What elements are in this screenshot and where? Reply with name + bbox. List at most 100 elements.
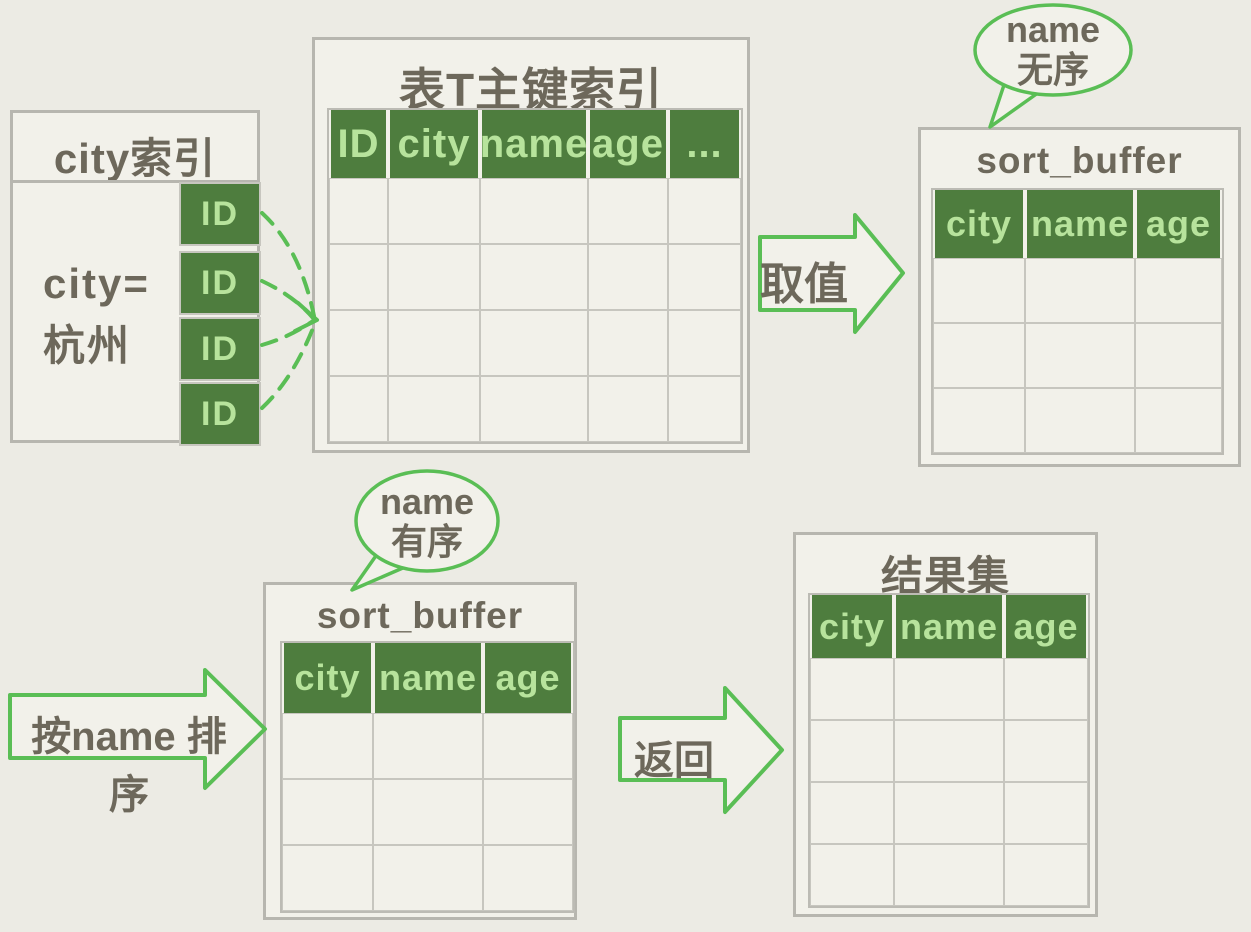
empty-cell xyxy=(329,178,388,244)
empty-cell xyxy=(668,178,741,244)
sort-buffer-bottom-title: sort_buffer xyxy=(316,595,524,636)
city-filter-label: city= 杭州 xyxy=(43,253,150,377)
empty-cell xyxy=(329,244,388,310)
column-header-cell: age xyxy=(1137,190,1220,258)
result-set-body xyxy=(810,658,1088,906)
empty-cell xyxy=(373,713,483,779)
empty-cell xyxy=(1135,258,1222,323)
city-index-title: city索引 xyxy=(53,135,217,182)
empty-cell xyxy=(480,376,588,442)
empty-cell xyxy=(388,376,480,442)
column-header-cell: city xyxy=(812,595,892,658)
empty-cell xyxy=(933,323,1025,388)
id-cell: ID xyxy=(179,317,261,381)
empty-cell xyxy=(1004,782,1088,844)
column-header-cell: ID xyxy=(331,110,386,178)
empty-cell xyxy=(668,244,741,310)
id-cell: ID xyxy=(179,251,261,315)
column-header-cell: city xyxy=(935,190,1023,258)
empty-cell xyxy=(1025,323,1135,388)
empty-cell xyxy=(588,310,668,376)
empty-cell xyxy=(810,658,894,720)
empty-cell xyxy=(894,720,1004,782)
empty-cell xyxy=(388,244,480,310)
empty-cell xyxy=(668,376,741,442)
empty-cell xyxy=(1004,844,1088,906)
empty-cell xyxy=(1025,258,1135,323)
empty-cell xyxy=(1025,388,1135,453)
bubble-top-text: name 无序 xyxy=(993,10,1113,90)
empty-cell xyxy=(483,845,573,911)
primary-index-body xyxy=(329,178,741,442)
empty-cell xyxy=(588,376,668,442)
city-index-divider xyxy=(13,180,257,183)
empty-cell xyxy=(810,782,894,844)
empty-cell xyxy=(480,244,588,310)
return-arrow-label: 返回 xyxy=(634,739,714,783)
dashed-connector xyxy=(260,211,316,318)
empty-cell xyxy=(1004,658,1088,720)
empty-cell xyxy=(588,178,668,244)
empty-cell xyxy=(668,310,741,376)
column-header-cell: age xyxy=(485,643,571,713)
result-set-title: 结果集 xyxy=(880,553,1010,600)
empty-cell xyxy=(1135,388,1222,453)
empty-cell xyxy=(483,713,573,779)
sort-buffer-top-body xyxy=(933,258,1222,453)
empty-cell xyxy=(933,388,1025,453)
empty-cell xyxy=(810,844,894,906)
column-header-cell: name xyxy=(480,110,587,178)
empty-cell xyxy=(373,779,483,845)
empty-cell xyxy=(282,713,373,779)
sort-buffer-bottom-body xyxy=(282,713,573,911)
city-filter-line1: city= xyxy=(43,260,150,307)
empty-cell xyxy=(588,244,668,310)
id-cell: ID xyxy=(179,382,261,446)
bubble-bottom-text: name 有序 xyxy=(367,482,487,562)
empty-cell xyxy=(480,310,588,376)
column-header-cell: name xyxy=(375,643,481,713)
empty-cell xyxy=(329,310,388,376)
empty-cell xyxy=(282,779,373,845)
fetch-arrow-label: 取值 xyxy=(760,260,848,309)
empty-cell xyxy=(1004,720,1088,782)
empty-cell xyxy=(483,779,573,845)
column-header-cell: age xyxy=(1006,595,1086,658)
empty-cell xyxy=(894,844,1004,906)
column-header-cell: age xyxy=(590,110,666,178)
empty-cell xyxy=(282,845,373,911)
column-header-cell: name xyxy=(1027,190,1133,258)
empty-cell xyxy=(810,720,894,782)
bubble-bottom-line1: name xyxy=(379,481,475,522)
dashed-connector xyxy=(260,279,315,320)
column-header-cell: name xyxy=(896,595,1002,658)
empty-cell xyxy=(1135,323,1222,388)
column-header-cell: city xyxy=(284,643,371,713)
column-header-cell: city xyxy=(390,110,478,178)
dashed-connector xyxy=(260,321,317,410)
bubble-top-line1: name xyxy=(1005,9,1101,50)
bubble-top-line2: 无序 xyxy=(1016,49,1089,90)
city-filter-line2: 杭州 xyxy=(43,322,132,369)
bubble-bottom-line2: 有序 xyxy=(390,521,463,562)
empty-cell xyxy=(388,178,480,244)
empty-cell xyxy=(329,376,388,442)
primary-index-title: 表T主键索引 xyxy=(398,64,664,116)
empty-cell xyxy=(894,658,1004,720)
sort-arrow-label: 按name 排序 xyxy=(31,715,227,817)
empty-cell xyxy=(480,178,588,244)
column-header-cell: ... xyxy=(670,110,739,178)
empty-cell xyxy=(373,845,483,911)
empty-cell xyxy=(894,782,1004,844)
empty-cell xyxy=(388,310,480,376)
